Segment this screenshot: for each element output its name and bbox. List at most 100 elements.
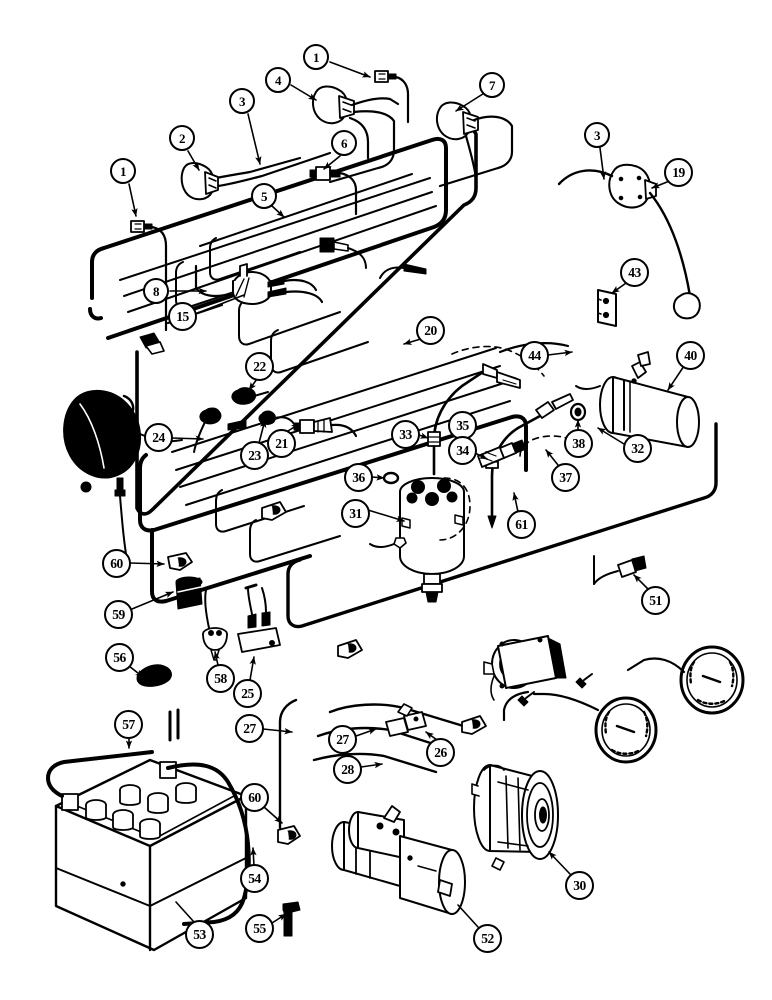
- callout-6[interactable]: 6: [331, 130, 357, 156]
- harness-clip-60b: [277, 825, 301, 845]
- callout-27[interactable]: 27: [328, 725, 357, 754]
- cable-57-marker: [168, 708, 180, 742]
- lead-item-2-group: [214, 151, 332, 188]
- callout-57[interactable]: 57: [114, 710, 143, 739]
- callout-43[interactable]: 43: [620, 258, 649, 287]
- sender-hose-33-35: [427, 363, 521, 476]
- pressure-switch-51: [593, 555, 647, 585]
- callout-34[interactable]: 34: [448, 436, 477, 465]
- callout-51[interactable]: 51: [641, 586, 670, 615]
- callout-8[interactable]: 8: [143, 278, 169, 304]
- callout-61[interactable]: 61: [507, 510, 536, 539]
- callout-3[interactable]: 3: [229, 88, 255, 114]
- lower-deck-lines: [171, 347, 511, 563]
- switch-lever-56: [136, 664, 172, 687]
- connector-body-2: [180, 162, 219, 201]
- callout-23[interactable]: 23: [240, 441, 269, 470]
- callout-21[interactable]: 21: [267, 429, 296, 458]
- alternator-30: [471, 764, 559, 871]
- flasher-lamp-19: [608, 163, 657, 209]
- sender-hose-34: [485, 393, 574, 529]
- temperature-sender-37: [477, 439, 527, 468]
- harness-lower-loom: [138, 414, 528, 604]
- harness-clip-lower: [337, 639, 363, 659]
- callout-60[interactable]: 60: [102, 549, 131, 578]
- lead-item-3-right: [557, 169, 692, 298]
- callout-1[interactable]: 1: [110, 158, 136, 184]
- harness-lower-outer: [286, 422, 718, 629]
- rubber-boot-59: [175, 576, 203, 610]
- callout-32[interactable]: 32: [623, 434, 652, 463]
- terminal-bolt-55: [282, 901, 301, 937]
- callout-20[interactable]: 20: [416, 316, 445, 345]
- callout-22[interactable]: 22: [245, 352, 274, 381]
- callout-27[interactable]: 27: [235, 714, 264, 743]
- callout-36[interactable]: 36: [344, 463, 373, 492]
- harness-clip-mid: [461, 715, 487, 735]
- junction-clip-left: [139, 332, 165, 355]
- callout-52[interactable]: 52: [473, 924, 502, 953]
- callout-38[interactable]: 38: [564, 429, 593, 458]
- lead-item-4: [328, 97, 400, 184]
- mid-plug: [319, 237, 367, 269]
- callout-59[interactable]: 59: [104, 600, 133, 629]
- gauge-wiring: [502, 657, 686, 722]
- callout-53[interactable]: 53: [185, 920, 214, 949]
- callout-56[interactable]: 56: [105, 643, 134, 672]
- callout-44[interactable]: 44: [520, 341, 549, 370]
- callout-40[interactable]: 40: [676, 341, 705, 370]
- cable-connector-26: [385, 703, 427, 737]
- callout-31[interactable]: 31: [341, 499, 370, 528]
- small-lamp-bulb: [672, 292, 701, 320]
- callout-4[interactable]: 4: [265, 67, 291, 93]
- callout-7[interactable]: 7: [479, 72, 505, 98]
- terminal-block-43: [597, 289, 617, 327]
- callout-55[interactable]: 55: [245, 914, 274, 943]
- spade-terminal-mid: [379, 263, 427, 279]
- callout-28[interactable]: 28: [333, 755, 362, 784]
- o-ring-36: [382, 471, 400, 485]
- connector-body-7: [435, 101, 479, 141]
- callout-37[interactable]: 37: [551, 463, 580, 492]
- terminal-22: [231, 387, 269, 405]
- callout-5[interactable]: 5: [251, 183, 277, 209]
- bulb-socket-21: [293, 417, 358, 438]
- callout-3[interactable]: 3: [584, 122, 610, 148]
- callout-26[interactable]: 26: [426, 738, 455, 767]
- gauge-large: [679, 645, 745, 715]
- callout-58[interactable]: 58: [206, 664, 235, 693]
- bulb-socket-6: [309, 166, 358, 216]
- callout-19[interactable]: 19: [664, 158, 693, 187]
- callout-25[interactable]: 25: [233, 679, 262, 708]
- hydraulic-pump-motor-31: [369, 477, 465, 603]
- work-lamp-24: [63, 389, 183, 567]
- gauge-small: [594, 696, 658, 764]
- callout-54[interactable]: 54: [240, 864, 269, 893]
- switch-assembly-8-15: [232, 263, 324, 305]
- battery-cable-positive: [46, 750, 251, 926]
- harness-deck-lines: [119, 173, 437, 374]
- horn-assembly: [483, 635, 567, 701]
- callout-60[interactable]: 60: [240, 783, 269, 812]
- o-ring-washer-38: [569, 402, 587, 422]
- gauge-bulb-sockets: [517, 673, 593, 707]
- terminal-strip-25: [237, 587, 281, 653]
- callout-30[interactable]: 30: [565, 871, 594, 900]
- callout-33[interactable]: 33: [391, 420, 420, 449]
- bullet-connector-left: [130, 220, 168, 332]
- fuel-filter-canister-40: [575, 351, 700, 448]
- push-button-switch-58: [202, 589, 228, 661]
- callout-1[interactable]: 1: [303, 44, 329, 70]
- connector-body-4: [311, 85, 355, 125]
- lead-item-7: [438, 115, 514, 188]
- callout-2[interactable]: 2: [169, 125, 195, 151]
- callout-15[interactable]: 15: [168, 302, 197, 331]
- leader-lines: [125, 61, 685, 928]
- harness-clip-upper: [261, 501, 287, 521]
- battery-feed: [244, 583, 258, 590]
- harness-main-loom: [88, 136, 448, 340]
- starter-motor-52: [331, 805, 466, 915]
- callout-24[interactable]: 24: [144, 423, 173, 452]
